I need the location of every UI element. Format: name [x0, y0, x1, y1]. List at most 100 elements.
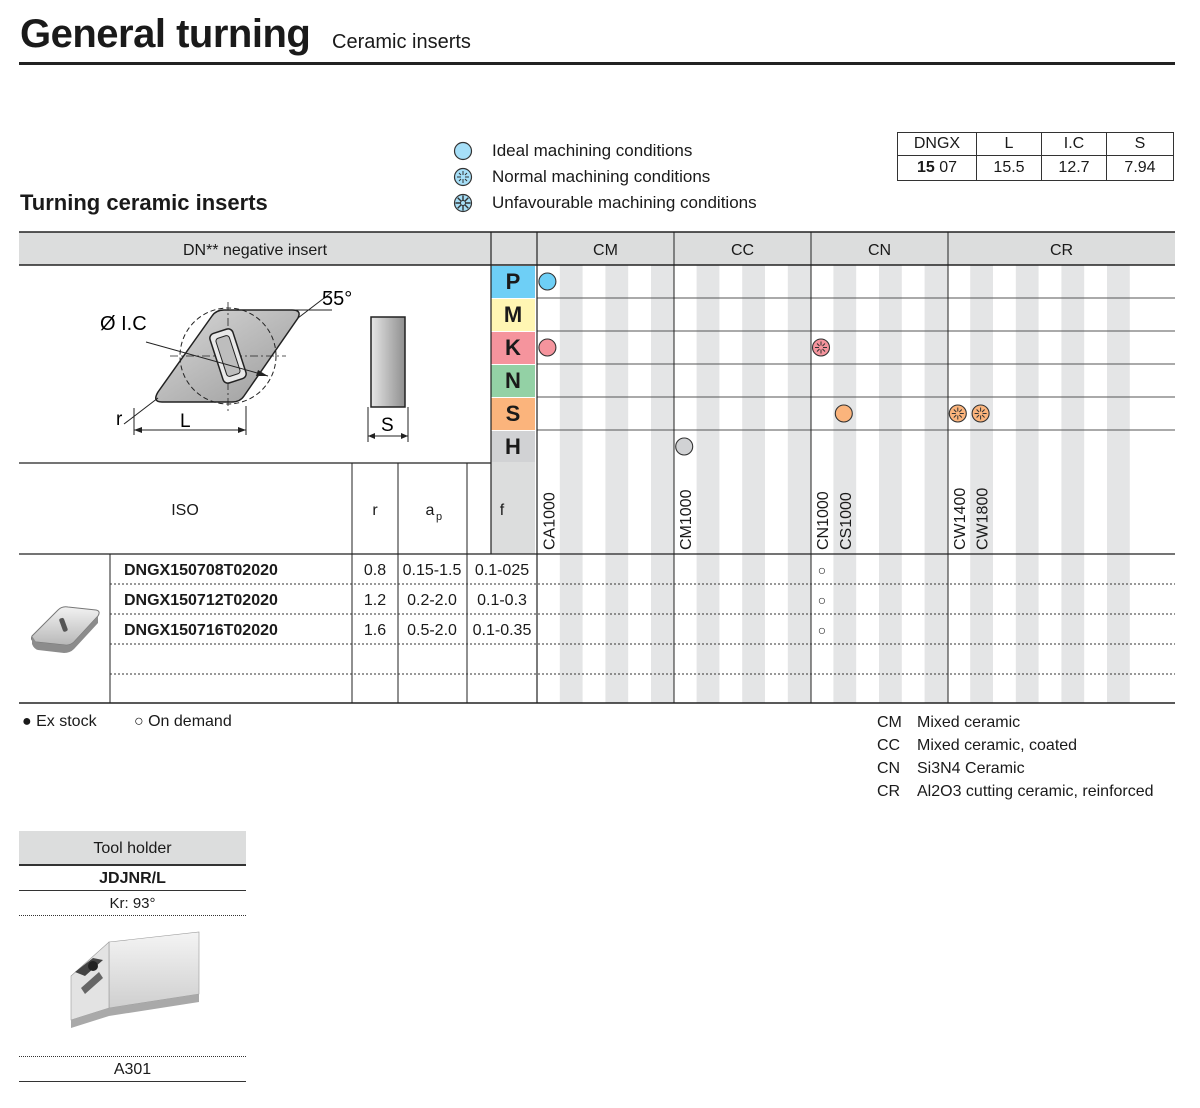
- ic-label: Ø I.C: [100, 313, 147, 335]
- grade-column-stripe: [833, 265, 857, 703]
- l-label: L: [180, 411, 191, 432]
- r-header: r: [372, 502, 378, 519]
- grade-group-header: CR: [1050, 242, 1073, 259]
- grade-group-header: CM: [593, 242, 618, 259]
- rating-circle: [538, 338, 557, 357]
- availability-mark: ○: [818, 622, 826, 638]
- legend-ideal: Ideal machining conditions: [452, 140, 692, 162]
- legend-unfavourable: Unfavourable machining conditions: [452, 192, 757, 214]
- angle-label: 55°: [322, 288, 352, 310]
- tool-holder-name: JDJNR/L: [19, 866, 246, 891]
- dims-size: 15 07: [897, 155, 977, 181]
- page-subtitle: Ceramic inserts: [332, 31, 471, 53]
- code-row: CC Mixed ceramic, coated: [877, 737, 1077, 755]
- availability-mark: ○: [818, 592, 826, 608]
- dims-header: I.C: [1041, 132, 1107, 156]
- legend-label: Unfavourable machining conditions: [492, 193, 757, 212]
- normal-rating-mark: [971, 404, 990, 423]
- code-desc: Si3N4 Ceramic: [917, 760, 1025, 777]
- availability-mark: ○: [818, 562, 826, 578]
- material-letter: N: [505, 368, 521, 393]
- unfavourable-condition-icon: [453, 193, 473, 213]
- dims-value: 7.94: [1106, 155, 1174, 181]
- legend-label: Normal machining conditions: [492, 167, 711, 186]
- code-row: CM Mixed ceramic: [877, 714, 1020, 732]
- code-row: CN Si3N4 Ceramic: [877, 760, 1025, 778]
- f-header: f: [500, 502, 505, 519]
- code: CR: [877, 783, 901, 800]
- iso-header-cell: [491, 462, 535, 554]
- grade-column-stripe: [1061, 265, 1085, 703]
- code: CC: [877, 737, 901, 754]
- dims-header: L: [976, 132, 1042, 156]
- code-row: CR Al2O3 cutting ceramic, reinforced: [877, 783, 1154, 801]
- ideal-condition-icon: [453, 141, 473, 161]
- s-label: S: [381, 415, 394, 436]
- ap-subscript: p: [436, 511, 442, 523]
- code-desc: Mixed ceramic: [917, 714, 1021, 731]
- iso-header: ISO: [171, 502, 199, 519]
- grade-name: CN1000: [815, 491, 832, 550]
- material-letter: S: [506, 401, 521, 426]
- material-cell: [491, 332, 535, 364]
- grade-column-stripe: [651, 265, 674, 703]
- grade-column-stripe: [1015, 265, 1039, 703]
- code-desc: Mixed ceramic, coated: [917, 737, 1078, 754]
- ap-header: a: [426, 502, 435, 519]
- on-demand-legend: ○ On demand: [134, 713, 232, 730]
- normal-rating-mark: [811, 338, 831, 357]
- ap-value: 0.2-2.0: [407, 592, 457, 609]
- iso-code: DNGX150712T02020: [124, 592, 278, 609]
- dims-header: S: [1106, 132, 1174, 156]
- ex-stock-legend: ● Ex stock: [22, 713, 97, 730]
- rating-pattern: [974, 407, 987, 420]
- iso-code: DNGX150716T02020: [124, 622, 278, 639]
- material-letter: H: [505, 434, 521, 459]
- f-value: 0.1-025: [475, 562, 529, 579]
- code: CM: [877, 714, 902, 731]
- grade-name: CM1000: [678, 489, 695, 550]
- grade-column-stripe: [605, 265, 629, 703]
- grade-name: CW1400: [952, 488, 969, 550]
- material-cell: [491, 431, 535, 463]
- rating-pattern: [815, 341, 827, 354]
- material-letter: P: [506, 269, 521, 294]
- grade-name: CS1000: [838, 492, 855, 550]
- r-label: r: [116, 409, 123, 430]
- code: CN: [877, 760, 901, 777]
- grade-column-stripe: [924, 265, 948, 703]
- dims-header: DNGX: [897, 132, 977, 156]
- grade-name: CW1800: [975, 488, 992, 550]
- grade-group-header: CN: [868, 242, 891, 259]
- f-value: 0.1-0.3: [477, 592, 527, 609]
- code-desc: Al2O3 cutting ceramic, reinforced: [917, 783, 1154, 800]
- grade-column-stripe: [696, 265, 720, 703]
- ap-value: 0.5-2.0: [407, 622, 457, 639]
- dims-value: 15.5: [976, 155, 1042, 181]
- rating-circle: [811, 338, 831, 357]
- section-title: Turning ceramic inserts: [20, 190, 268, 215]
- material-cell: [491, 398, 535, 430]
- grade-column-stripe: [559, 265, 583, 703]
- tool-holder-panel: Tool holder JDJNR/L Kr: 93° A301: [19, 831, 246, 1082]
- tool-holder-image: [70, 931, 200, 1028]
- dims-size-bold: 15: [916, 159, 935, 176]
- material-cell: [491, 266, 535, 298]
- r-value: 1.2: [364, 592, 386, 609]
- grade-group-header: CC: [731, 242, 754, 259]
- r-value: 1.6: [364, 622, 386, 639]
- table-header-band: [19, 232, 1175, 265]
- material-cell: [491, 365, 535, 397]
- grade-column-stripe: [970, 265, 993, 703]
- normal-condition-icon: [453, 167, 473, 187]
- material-letter: M: [504, 302, 522, 327]
- grade-column-stripe: [879, 265, 902, 703]
- material-letter: K: [505, 335, 521, 360]
- page-title: General turning: [20, 12, 311, 56]
- legend-normal: Normal machining conditions: [452, 166, 710, 188]
- tool-holder-kr: Kr: 93°: [19, 891, 246, 916]
- dims-size-rest: 07: [939, 159, 958, 176]
- grade-column-stripe: [742, 265, 765, 703]
- material-cell: [491, 299, 535, 331]
